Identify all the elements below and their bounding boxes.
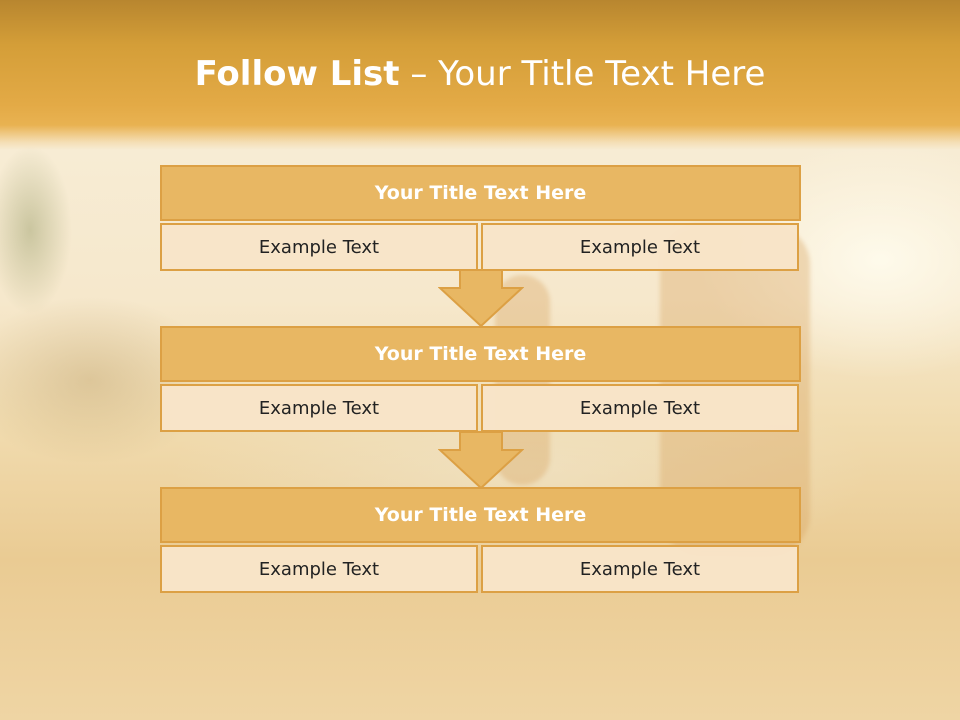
- title-rest: – Your Title Text Here: [399, 54, 766, 94]
- block-title: Your Title Text Here: [160, 326, 801, 382]
- example-cell-right: Example Text: [481, 223, 799, 271]
- example-cell-left: Example Text: [160, 223, 478, 271]
- block-row: Example Text Example Text: [160, 223, 801, 271]
- down-arrow-icon: [438, 431, 524, 490]
- block-row: Example Text Example Text: [160, 384, 801, 432]
- down-arrow-icon: [438, 269, 524, 328]
- example-cell-right: Example Text: [481, 384, 799, 432]
- example-cell-left: Example Text: [160, 545, 478, 593]
- example-cell-left: Example Text: [160, 384, 478, 432]
- title-bar: [0, 0, 960, 150]
- example-cell-right: Example Text: [481, 545, 799, 593]
- title-bold: Follow List: [194, 54, 400, 94]
- slide-title: Follow List – Your Title Text Here: [0, 52, 960, 96]
- block-title: Your Title Text Here: [160, 165, 801, 221]
- list-block: Your Title Text Here Example Text Exampl…: [160, 326, 801, 432]
- block-title: Your Title Text Here: [160, 487, 801, 543]
- list-block: Your Title Text Here Example Text Exampl…: [160, 165, 801, 271]
- block-row: Example Text Example Text: [160, 545, 801, 593]
- list-block: Your Title Text Here Example Text Exampl…: [160, 487, 801, 593]
